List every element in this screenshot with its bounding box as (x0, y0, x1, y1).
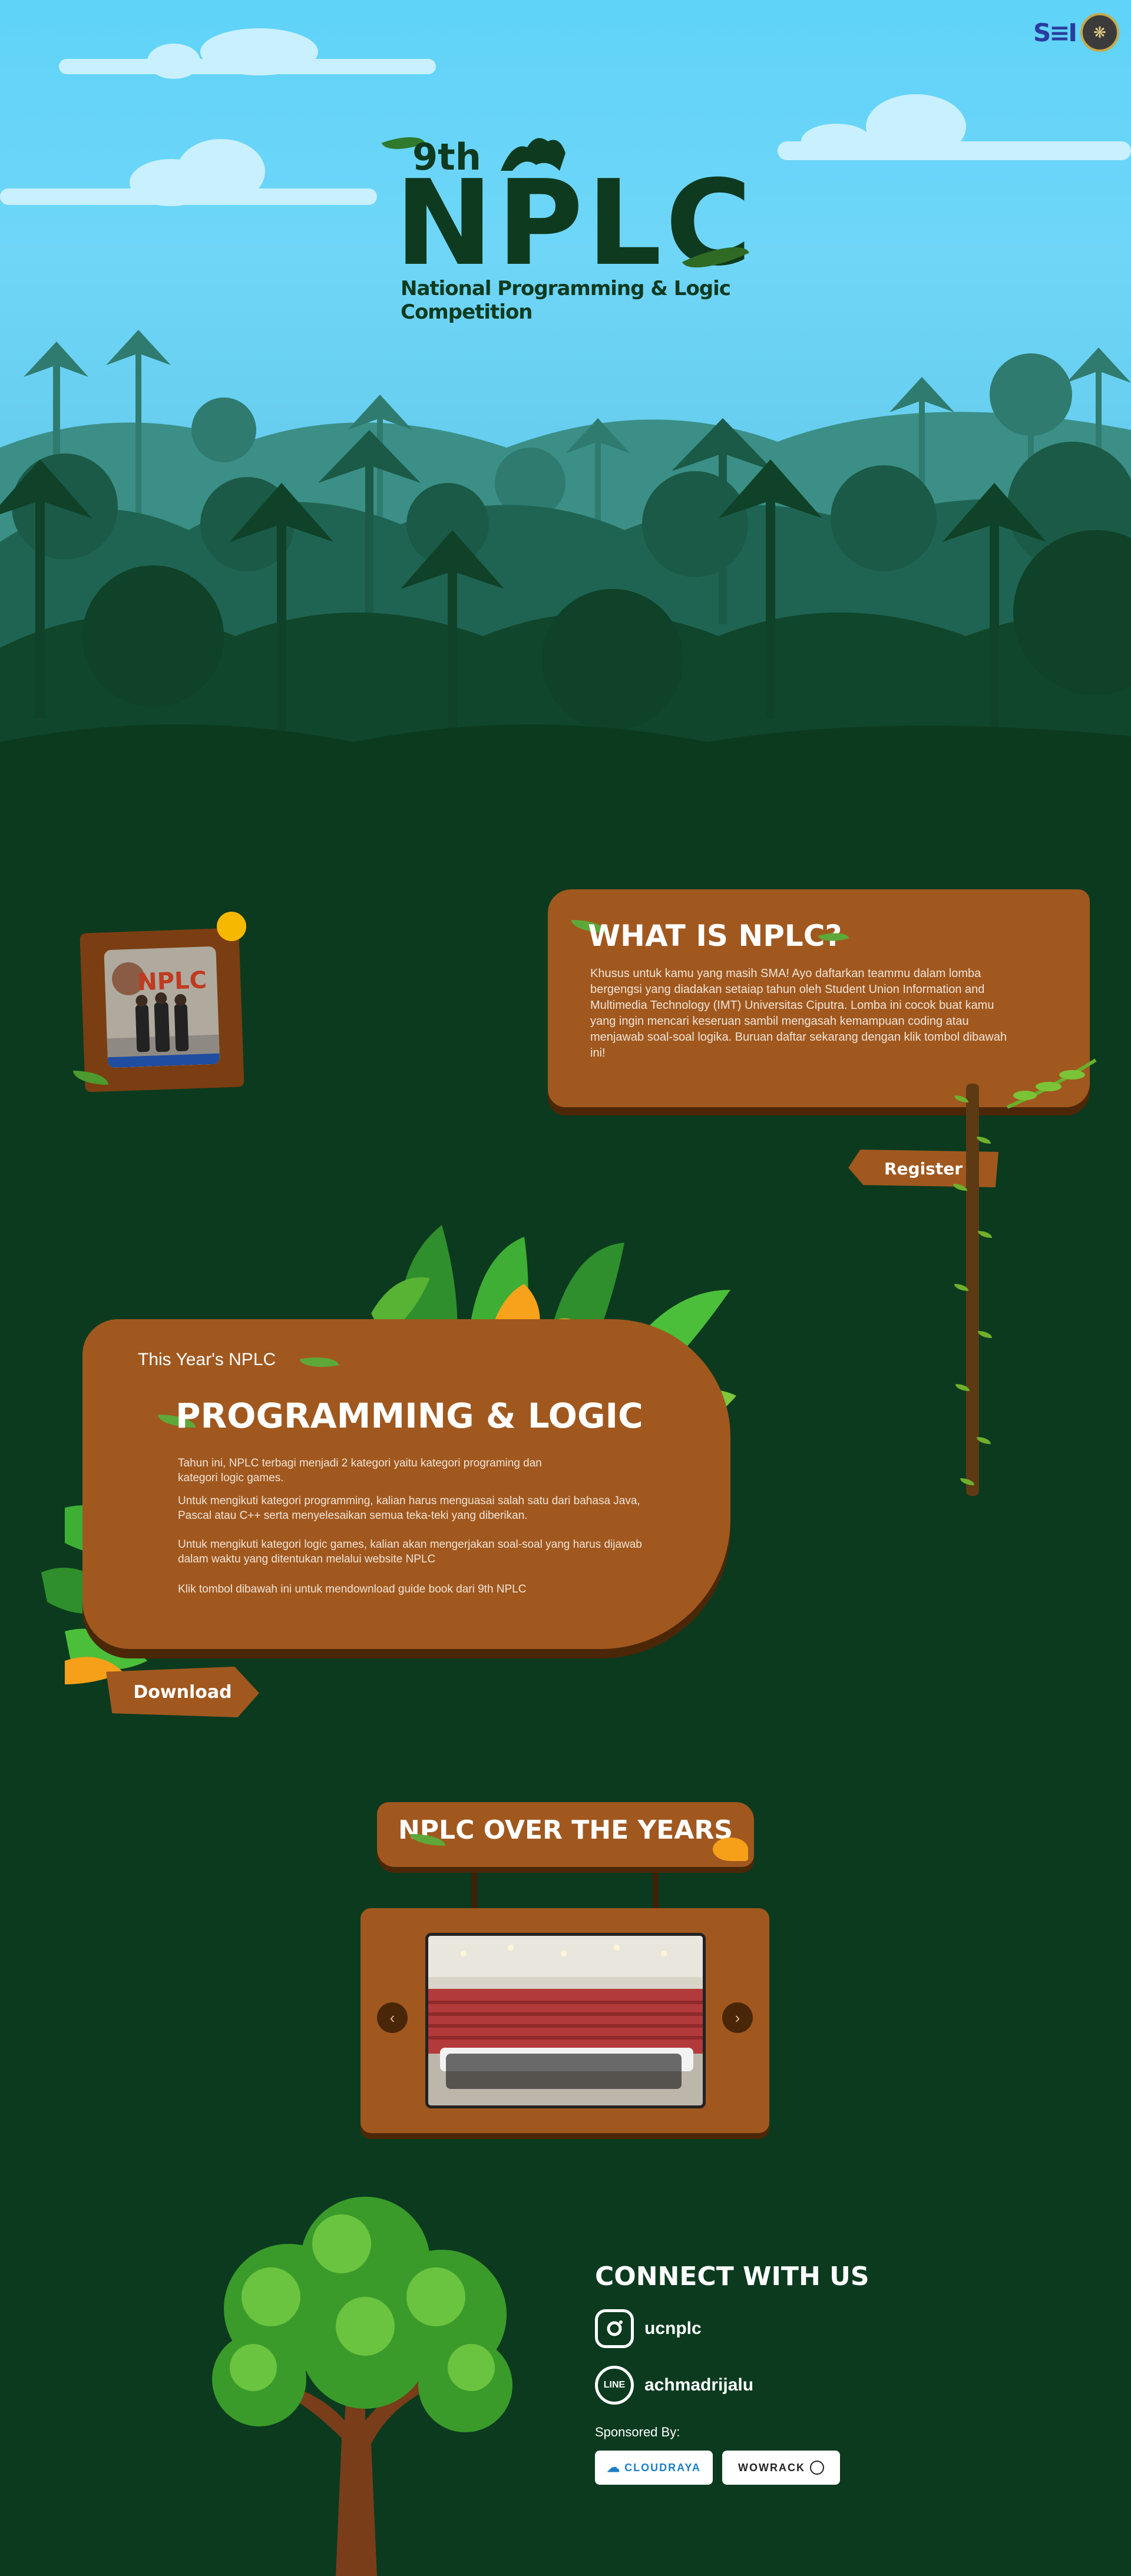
program-kicker: This Year's NPLC (138, 1350, 276, 1369)
connect-title: CONNECT WITH US (595, 2262, 869, 2292)
about-sign: WHAT IS NPLC? Khusus untuk kamu yang mas… (548, 889, 1090, 1107)
cloud (59, 28, 436, 79)
leaf-icon (978, 1231, 992, 1238)
line-handle: achmadrijalu (644, 2375, 754, 2395)
sponsor-cloudraya[interactable]: ☁ CLOUDRAYA (595, 2451, 713, 2485)
carousel-next-button[interactable]: › (722, 2002, 753, 2033)
instagram-icon (595, 2309, 634, 2348)
cloud-icon: ☁ (607, 2460, 621, 2475)
sponsor-name: WOWRACK (738, 2461, 805, 2474)
title-edition: 9th (412, 135, 481, 178)
connect-block: CONNECT WITH US ucnplc LINE achmadrijalu… (595, 2262, 948, 2485)
tree-illustration (212, 2197, 512, 2576)
instagram-link[interactable]: ucnplc (595, 2309, 948, 2348)
partner-logos: S≡I ❋ (1033, 13, 1119, 52)
svg-text:NPLC: NPLC (137, 966, 207, 996)
wowrack-logo-icon (809, 2461, 824, 2475)
hanging-vine (966, 1084, 979, 1496)
flower-icon (713, 1837, 748, 1861)
photo-carousel: ‹ › (361, 1908, 769, 2133)
years-title: NPLC OVER THE YEARS (398, 1815, 733, 1845)
program-paragraph: Klik tombol dibawah ini untuk mendownloa… (178, 1583, 527, 1595)
download-button[interactable]: Download (106, 1667, 259, 1717)
about-title: WHAT IS NPLC? (588, 919, 842, 953)
instagram-handle: ucnplc (644, 2319, 702, 2338)
program-sign: This Year's NPLC PROGRAMMING & LOGIC Tah… (82, 1319, 730, 1649)
years-sign: NPLC OVER THE YEARS (377, 1802, 754, 1867)
program-paragraph: Untuk mengikuti kategori programming, ka… (178, 1495, 640, 1522)
carousel-prev-button[interactable]: ‹ (377, 2002, 408, 2033)
sign-post (653, 1865, 659, 1912)
cloud (0, 139, 377, 206)
program-title: PROGRAMMING & LOGIC (176, 1396, 643, 1436)
fern-icon (1006, 1058, 1097, 1109)
leaf-icon (978, 1331, 992, 1338)
sponsor-wowrack[interactable]: WOWRACK (722, 2451, 840, 2485)
sign-post (471, 1865, 477, 1912)
event-photo-frame: NPLC (80, 928, 244, 1092)
line-link[interactable]: LINE achmadrijalu (595, 2366, 948, 2405)
leaf-icon (299, 1352, 339, 1372)
carousel-photo (425, 1933, 706, 2108)
sponsor-name: CLOUDRAYA (624, 2461, 701, 2474)
sponsor-list: ☁ CLOUDRAYA WOWRACK (595, 2451, 948, 2485)
hero-section: S≡I ❋ 9th NPLC National Programming & Lo… (0, 0, 1131, 836)
monkey-silhouette-icon (501, 138, 566, 171)
flower-icon (217, 912, 246, 941)
jungle-silhouette (0, 330, 1131, 836)
sponsored-label: Sponsored By: (595, 2425, 680, 2439)
program-paragraph: Tahun ini, NPLC terbagi menjadi 2 katego… (178, 1457, 542, 1484)
line-icon: LINE (595, 2366, 634, 2405)
about-description: Khusus untuk kamu yang masih SMA! Ayo da… (590, 967, 1007, 1059)
sti-logo[interactable]: S≡I (1033, 18, 1077, 47)
program-paragraph: Untuk mengikuti kategori logic games, ka… (178, 1538, 642, 1565)
line-icon-text: LINE (603, 2380, 626, 2390)
university-seal-icon[interactable]: ❋ (1080, 13, 1119, 52)
cloud (778, 94, 1131, 160)
nplc-logo: 9th NPLC National Programming & Logic Co… (377, 128, 766, 324)
page-subtitle: National Programming & Logic Competition (401, 277, 731, 324)
event-photo: NPLC (104, 946, 220, 1068)
